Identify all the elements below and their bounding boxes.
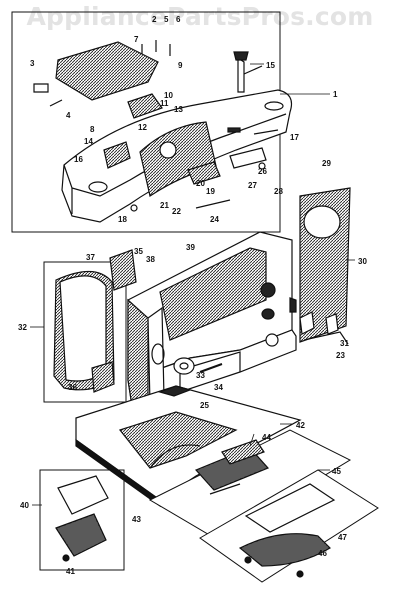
callout-17: 17: [290, 133, 299, 142]
callout-45: 45: [332, 467, 341, 476]
callout-1: 1: [333, 90, 338, 99]
callout-25: 25: [200, 401, 209, 410]
frame-group: [127, 231, 297, 411]
callout-41: 41: [66, 567, 75, 576]
callout-35: 35: [134, 247, 143, 256]
callout-47: 47: [338, 533, 347, 542]
callout-8: 8: [90, 125, 95, 134]
callout-16: 16: [74, 155, 83, 164]
callout-23: 23: [336, 351, 345, 360]
callout-30: 30: [358, 257, 367, 266]
callout-36: 36: [68, 383, 77, 392]
callout-43: 43: [132, 515, 141, 524]
leader-lines: [30, 63, 355, 506]
callout-42: 42: [296, 421, 305, 430]
callout-19: 19: [206, 187, 215, 196]
callout-32: 32: [18, 323, 27, 332]
callout-31: 31: [340, 339, 349, 348]
callout-39: 39: [186, 243, 195, 252]
back-cover-group: [299, 187, 351, 345]
callout-18: 18: [118, 215, 127, 224]
callout-2: 2: [152, 15, 157, 24]
callout-37: 37: [86, 253, 95, 262]
top-cover-group: [11, 11, 293, 233]
callout-15: 15: [266, 61, 275, 70]
callout-11: 11: [160, 99, 169, 108]
callout-22: 22: [172, 207, 181, 216]
callout-13: 13: [174, 105, 183, 114]
callout-33: 33: [196, 371, 205, 380]
callout-46: 46: [318, 549, 327, 558]
callout-10: 10: [164, 91, 173, 100]
callout-14: 14: [84, 137, 93, 146]
callout-28: 28: [274, 187, 283, 196]
callout-7: 7: [134, 35, 139, 44]
callout-21: 21: [160, 201, 169, 210]
callout-27: 27: [248, 181, 257, 190]
callout-12: 12: [138, 123, 147, 132]
watermark: AppliancePartsPros.com: [26, 2, 374, 31]
callout-5: 5: [164, 15, 169, 24]
callout-38: 38: [146, 255, 155, 264]
callout-3: 3: [30, 59, 35, 68]
callout-9: 9: [178, 61, 183, 70]
callout-29: 29: [322, 159, 331, 168]
callout-24: 24: [210, 215, 219, 224]
callout-20: 20: [196, 179, 205, 188]
callout-40: 40: [20, 501, 29, 510]
callout-34: 34: [214, 383, 223, 392]
end-cover-group: [43, 249, 137, 403]
slide-plate-group: [148, 429, 379, 583]
bed-plate-group: [75, 385, 302, 508]
callout-4: 4: [66, 111, 71, 120]
callout-44: 44: [262, 433, 271, 442]
callout-6: 6: [176, 15, 181, 24]
callout-26: 26: [258, 167, 267, 176]
bobbin-box-group: [39, 469, 125, 571]
